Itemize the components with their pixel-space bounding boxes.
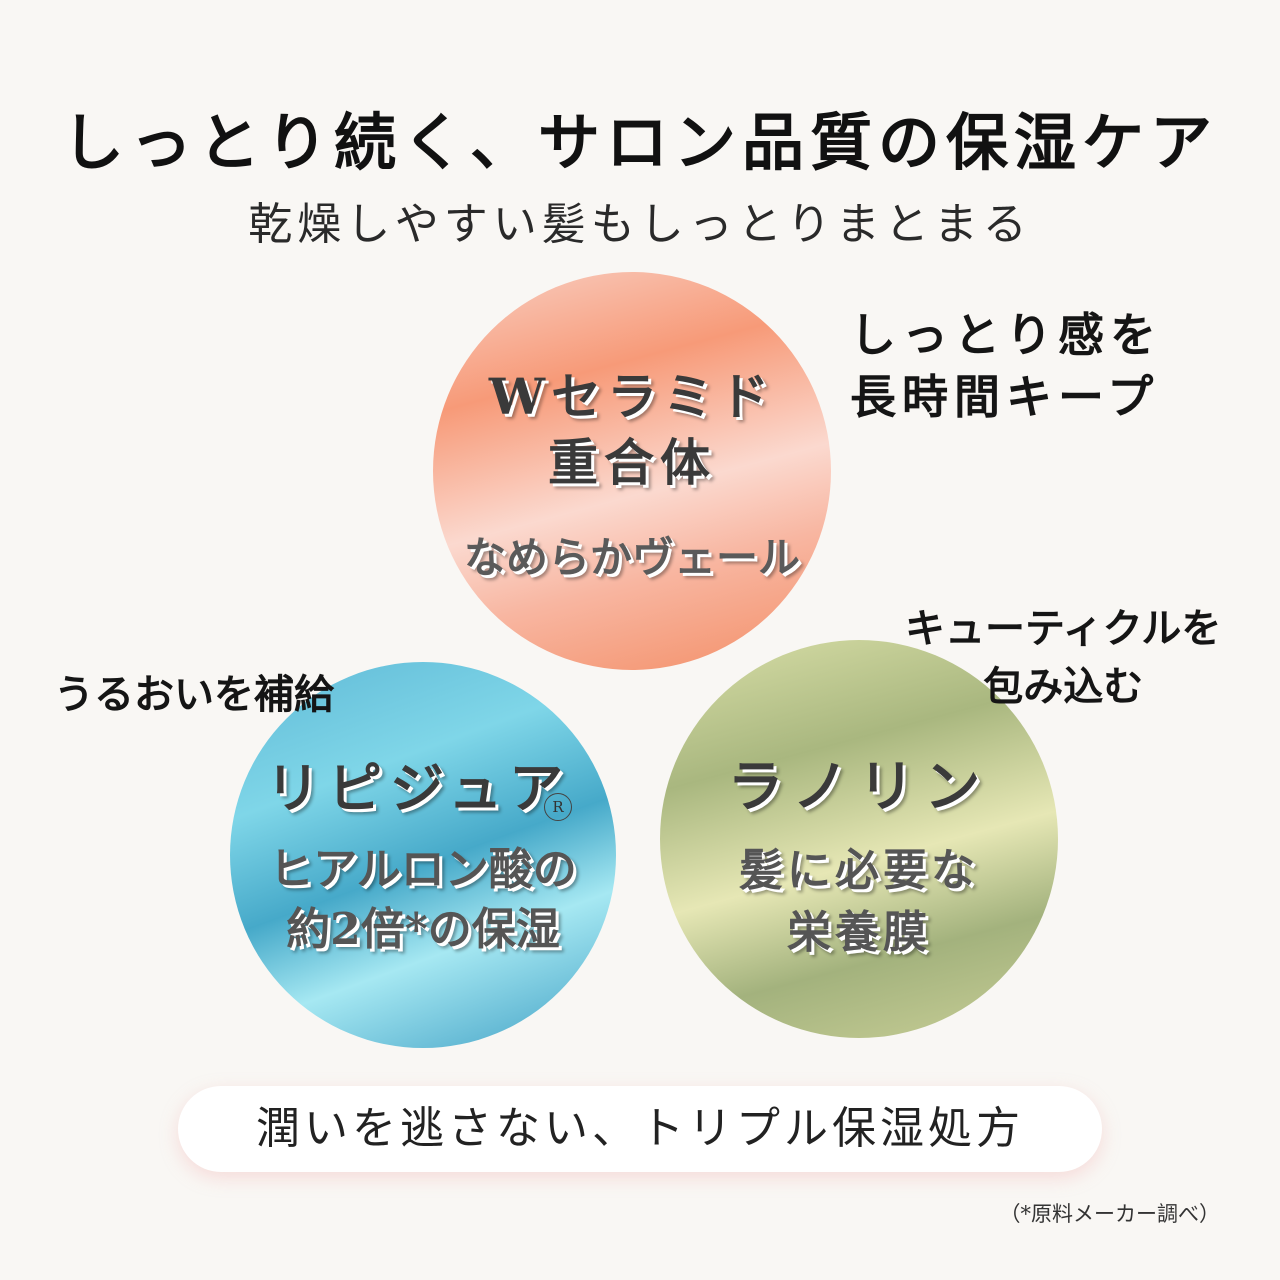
lipidure-desc: ヒアルロン酸の 約2倍*の保湿	[230, 840, 616, 960]
triple-moisture-banner: 潤いを逃さない、トリプル保湿処方	[178, 1086, 1102, 1172]
ceramide-circle: Wセラミド 重合体 なめらかヴェール	[433, 272, 831, 670]
lipidure-desc-line2: 約2倍*の保湿	[286, 904, 560, 955]
lipidure-circle: リピジュア R ヒアルロン酸の 約2倍*の保湿	[230, 662, 616, 1048]
page-subtitle: 乾燥しやすい髪もしっとりまとまる	[248, 199, 1032, 250]
lipidure-benefit-note: うるおいを補給	[54, 672, 334, 718]
lanolin-benefit-line2: 包み込む	[983, 664, 1144, 710]
registered-mark-icon: R	[544, 793, 572, 821]
ceramide-name-line1: Wセラミド	[488, 367, 776, 426]
ceramide-benefit-note: しっとり感を 長時間キープ	[850, 304, 1162, 428]
ceramide-desc: なめらかヴェール	[463, 533, 800, 582]
lanolin-circle: ラノリン 髪に必要な 栄養膜	[660, 640, 1058, 1038]
lipidure-name: リピジュア	[266, 756, 572, 820]
lanolin-name: ラノリン	[727, 754, 991, 820]
lanolin-desc-line2: 栄養膜	[787, 907, 931, 958]
lanolin-desc: 髪に必要な 栄養膜	[660, 840, 1058, 964]
lanolin-desc-line1: 髪に必要な	[739, 845, 979, 896]
lanolin-benefit-note: キューティクルを 包み込む	[905, 600, 1221, 716]
page-title: しっとり続く、サロン品質の保湿ケア	[61, 106, 1218, 179]
ceramide-benefit-line1: しっとり感を	[850, 308, 1162, 362]
lipidure-desc-line1: ヒアルロン酸の	[269, 844, 577, 895]
ceramide-benefit-line2: 長時間キープ	[850, 370, 1160, 424]
footnote: （*原料メーカー調べ）	[999, 1202, 1221, 1226]
lanolin-benefit-line1: キューティクルを	[905, 606, 1222, 652]
ceramide-name-line2: 重合体	[548, 433, 716, 492]
ceramide-name: Wセラミド 重合体	[433, 364, 831, 496]
